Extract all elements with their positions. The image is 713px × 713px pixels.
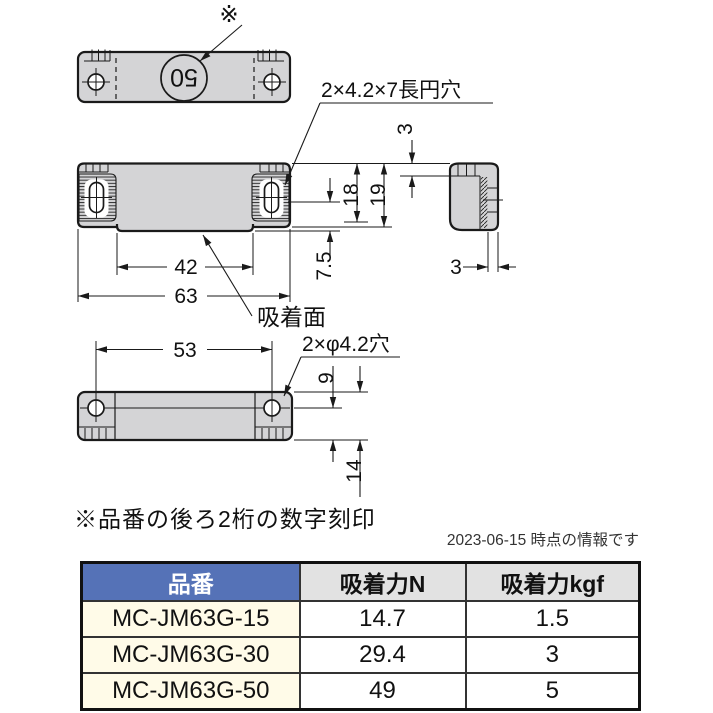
- knurl-ticks-top-left: [84, 49, 111, 62]
- front-view: [76, 162, 292, 233]
- crosshair-oblong-left: [81, 177, 112, 218]
- side-view-serration: [480, 177, 488, 228]
- crosshair-oblong-right: [256, 177, 287, 218]
- dim-7-5: 7.5: [313, 251, 336, 280]
- crosshair-left: [82, 68, 110, 96]
- table-row: MC-JM63G-30 29.4 3: [80, 636, 641, 674]
- dim-63: 63: [174, 285, 197, 308]
- front-view-body: [76, 162, 292, 229]
- header-part-number: 品番: [80, 561, 301, 602]
- bottom-view-body: [76, 390, 294, 442]
- date-note: 2023-06-15 時点の情報です: [446, 532, 639, 549]
- reference-mark: ※: [219, 1, 238, 27]
- cell-force-kgf: 1.5: [464, 600, 641, 638]
- side-view: 3: [400, 162, 516, 279]
- serration-bottom-left: [79, 426, 115, 439]
- dim-3-side: 3: [450, 256, 462, 279]
- stamp-circle: [160, 54, 208, 102]
- dim-14: 14: [343, 459, 366, 483]
- table-row: MC-JM63G-15 14.7 1.5: [80, 600, 641, 638]
- knurl-ticks-front-right: [259, 164, 289, 173]
- cell-force-n: 49: [298, 672, 467, 711]
- dim-18: 18: [340, 183, 363, 206]
- dim-19: 19: [367, 183, 390, 206]
- oblong-hole-label: 2×4.2×7長円穴: [321, 79, 461, 102]
- extension-63: [77, 229, 291, 302]
- cell-part-number: MC-JM63G-15: [80, 600, 301, 638]
- dim-42-bg: [167, 256, 205, 276]
- dim-42: 42: [174, 256, 197, 279]
- side-view-body: [448, 162, 500, 232]
- dim-9: 9: [315, 372, 338, 384]
- table-row: MC-JM63G-50 49 5: [80, 672, 641, 711]
- front-view-dimensions: 18 19 7.5 3 42 63 2×4.2×7長円穴 吸着面: [77, 79, 493, 330]
- crosshair-right: [258, 68, 286, 96]
- extension-9-14: [294, 391, 368, 441]
- dim-3-top: 3: [394, 123, 417, 135]
- side-view-flange-lines: [450, 163, 481, 229]
- dim-53-bg: [163, 339, 207, 359]
- spec-table: 品番 吸着力N 吸着力kgf MC-JM63G-15 14.7 1.5 MC-J…: [80, 561, 641, 711]
- bottom-view: 53 2×φ4.2穴 9 14: [76, 333, 400, 497]
- extension-3-side: [487, 232, 499, 272]
- top-view: 50 ※: [76, 1, 292, 104]
- cell-force-n: 14.7: [298, 600, 467, 638]
- cell-part-number: MC-JM63G-30: [80, 636, 301, 674]
- top-view-body: [76, 50, 292, 104]
- cell-force-n: 29.4: [298, 636, 467, 674]
- dim-53: 53: [173, 339, 196, 362]
- oblong-hole-leader: [284, 102, 321, 186]
- technical-drawing: 50 ※: [76, 1, 516, 497]
- cell-force-kgf: 3: [464, 636, 641, 674]
- stamp-number: 50: [170, 63, 198, 91]
- round-hole-leader: [283, 356, 302, 397]
- header-force-n: 吸着力N: [298, 561, 467, 602]
- reference-leader: [199, 24, 243, 62]
- round-hole-label: 2×φ4.2穴: [302, 333, 390, 356]
- cell-force-kgf: 5: [464, 672, 641, 711]
- attraction-face-leader: [202, 234, 253, 317]
- stamp-note: ※品番の後ろ2桁の数字刻印: [74, 506, 376, 532]
- attraction-face-step: [115, 224, 255, 233]
- spec-table-header-row: 品番 吸着力N 吸着力kgf: [80, 561, 641, 602]
- dim-63-bg: [165, 285, 207, 306]
- side-view-detail-lines: [483, 187, 503, 213]
- header-force-kgf: 吸着力kgf: [464, 561, 641, 602]
- cell-part-number: MC-JM63G-50: [80, 672, 301, 711]
- knurl-ticks-front-left: [79, 164, 109, 173]
- bottom-view-tab-lines: [114, 392, 256, 440]
- knurl-ticks-top-right: [257, 49, 284, 62]
- serration-bottom-right: [255, 426, 291, 439]
- attraction-face-label: 吸着面: [257, 304, 326, 330]
